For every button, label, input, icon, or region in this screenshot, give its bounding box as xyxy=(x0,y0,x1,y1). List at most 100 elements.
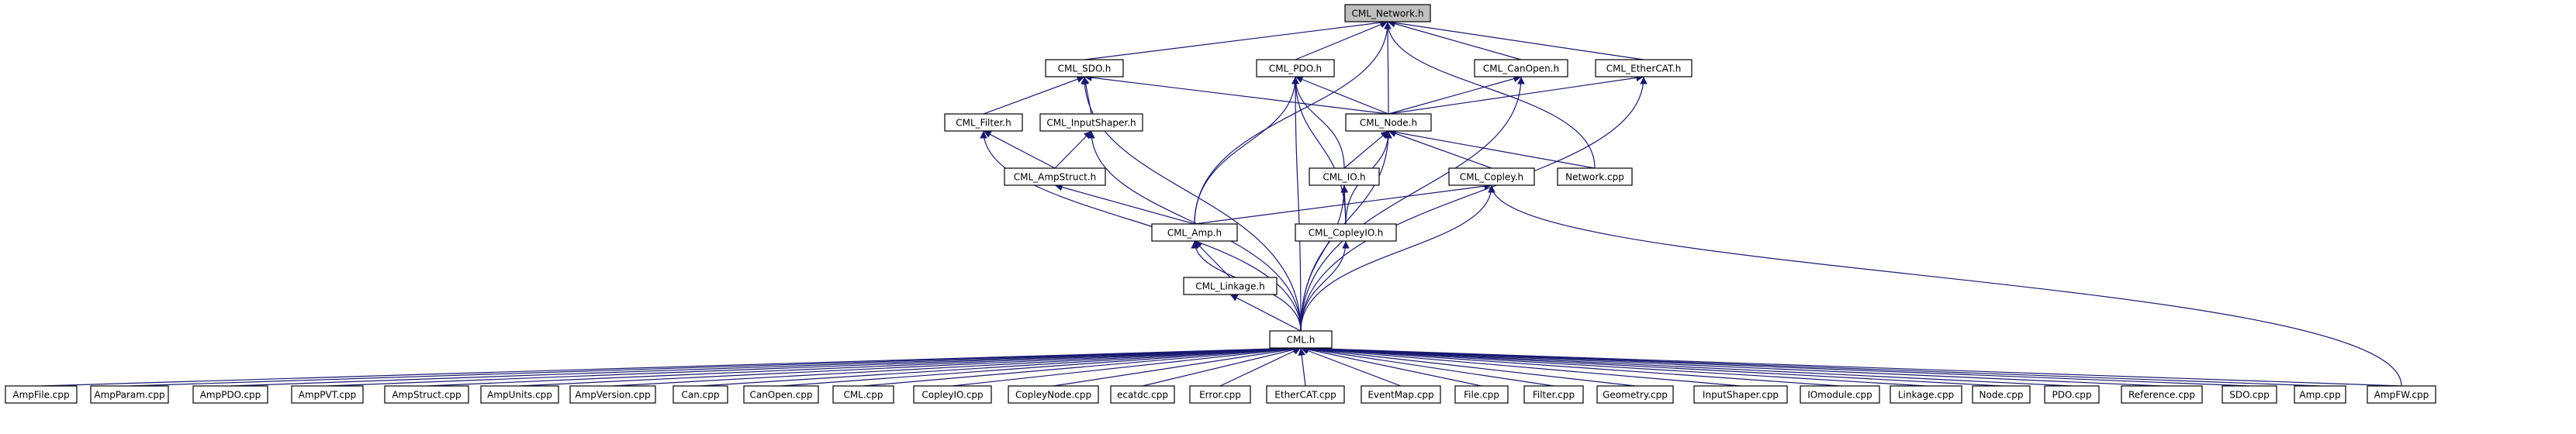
node-box xyxy=(1039,113,1143,132)
node-box xyxy=(944,113,1023,132)
node-error-cpp[interactable]: Error.cpp xyxy=(1189,385,1251,404)
node-copleynode-cpp[interactable]: CopleyNode.cpp xyxy=(1008,385,1099,404)
node-amp-cpp[interactable]: Amp.cpp xyxy=(2294,385,2346,404)
edge-ethercat_h-to-network_h xyxy=(1387,19,1644,60)
node-reference-cpp[interactable]: Reference.cpp xyxy=(2121,385,2203,404)
edge-cml_h-to-linkage_h xyxy=(1229,294,1302,332)
edge-ecatdc_cpp-to-cml_h xyxy=(1142,346,1302,387)
node-label: AmpParam.cpp xyxy=(94,390,164,401)
edge-node_cpp-to-cml_h xyxy=(1300,344,2002,387)
node-box xyxy=(480,385,559,404)
node-node-cpp[interactable]: Node.cpp xyxy=(1972,385,2031,404)
edge-cml_h-to-io_h xyxy=(1300,184,1348,332)
node-box xyxy=(291,385,364,404)
edge-pdo_cpp-to-cml_h xyxy=(1300,344,2073,387)
node-label: CML_Filter.h xyxy=(956,118,1011,129)
edge-pdo_h-to-network_h xyxy=(1295,21,1388,60)
node-eventmap-cpp[interactable]: EventMap.cpp xyxy=(1361,385,1441,404)
node-copley-h[interactable]: CML_Copley.h xyxy=(1448,167,1535,186)
node-inputshaper-cpp[interactable]: InputShaper.cpp xyxy=(1693,385,1788,404)
node-label: CML_SDO.h xyxy=(1058,64,1112,74)
node-copleyio-h[interactable]: CML_CopleyIO.h xyxy=(1295,223,1397,242)
node-file-cpp[interactable]: File.cpp xyxy=(1454,385,1509,404)
node-ampparam-cpp[interactable]: AmpParam.cpp xyxy=(90,385,169,404)
edge-copleynode_cpp-to-cml_h xyxy=(1053,345,1302,387)
node-ampunits-cpp[interactable]: AmpUnits.cpp xyxy=(480,385,559,404)
node-sdo-h[interactable]: CML_SDO.h xyxy=(1045,59,1124,78)
node-amppvt-cpp[interactable]: AmpPVT.cpp xyxy=(291,385,364,404)
node-ethercat-h[interactable]: CML_EtherCAT.h xyxy=(1595,59,1693,78)
node-box xyxy=(1344,4,1431,22)
edge-file_cpp-to-cml_h xyxy=(1300,346,1482,387)
edge-iomodule_cpp-to-cml_h xyxy=(1300,344,1841,387)
node-cml-h[interactable]: CML.h xyxy=(1269,330,1333,349)
node-label: CML_EtherCAT.h xyxy=(1606,64,1682,74)
node-box xyxy=(1361,385,1441,404)
node-box xyxy=(5,385,78,404)
node-io-h[interactable]: CML_IO.h xyxy=(1309,167,1380,186)
node-filter-h[interactable]: CML_Filter.h xyxy=(944,113,1023,132)
node-amppdo-cpp[interactable]: AmpPDO.cpp xyxy=(192,385,268,404)
node-box xyxy=(673,385,728,404)
node-linkage-h[interactable]: CML_Linkage.h xyxy=(1183,277,1278,295)
node-box xyxy=(1596,385,1674,404)
edge-sdo_h-to-network_h xyxy=(1084,19,1388,60)
edge-ampstruct_h-to-filter_h xyxy=(983,130,1056,169)
node-label: CopleyIO.cpp xyxy=(921,390,983,401)
node-ampfw-cpp[interactable]: AmpFW.cpp xyxy=(2367,385,2436,404)
edge-cml_h-to-copley_h xyxy=(1300,184,1495,332)
node-amp-h[interactable]: CML_Amp.h xyxy=(1151,223,1238,242)
edge-canopen_cpp-to-cml_h xyxy=(780,344,1302,387)
edge-amppdo_cpp-to-cml_h xyxy=(230,344,1302,387)
node-node-h[interactable]: CML_Node.h xyxy=(1345,113,1432,132)
node-ethercat-cpp[interactable]: EtherCAT.cpp xyxy=(1266,385,1345,404)
node-label: CML.cpp xyxy=(843,390,883,401)
edge-linkage_cpp-to-cml_h xyxy=(1300,344,1927,387)
node-box xyxy=(2294,385,2346,404)
edge-ampfw_cpp-to-cml_h xyxy=(1300,344,2402,387)
node-label: CanOpen.cpp xyxy=(749,390,812,401)
edge-geometry_cpp-to-cml_h xyxy=(1300,345,1636,387)
node-box xyxy=(2044,385,2100,404)
node-network-cpp[interactable]: Network.cpp xyxy=(1557,167,1633,186)
node-canopen-cpp[interactable]: CanOpen.cpp xyxy=(743,385,819,404)
node-linkage-cpp[interactable]: Linkage.cpp xyxy=(1890,385,1962,404)
node-box xyxy=(1523,385,1584,404)
node-label: Geometry.cpp xyxy=(1603,390,1668,401)
node-label: AmpStruct.cpp xyxy=(392,390,461,401)
node-cml-cpp[interactable]: CML.cpp xyxy=(832,385,894,404)
node-label: Filter.cpp xyxy=(1533,390,1575,401)
node-network-h[interactable]: CML_Network.h xyxy=(1344,4,1431,22)
node-ampstruct-cpp[interactable]: AmpStruct.cpp xyxy=(384,385,469,404)
node-label: AmpPVT.cpp xyxy=(299,390,357,401)
node-box xyxy=(1295,223,1397,242)
node-box xyxy=(1800,385,1880,404)
edge-amp_h-to-ampstruct_h xyxy=(1054,183,1195,225)
node-ampfile-cpp[interactable]: AmpFile.cpp xyxy=(5,385,78,404)
node-inputshaper-h[interactable]: CML_InputShaper.h xyxy=(1039,113,1143,132)
node-canopen-h[interactable]: CML_CanOpen.h xyxy=(1474,59,1568,78)
node-box xyxy=(1008,385,1099,404)
edge-ethercat_cpp-to-cml_h xyxy=(1298,347,1306,387)
node-pdo-h[interactable]: CML_PDO.h xyxy=(1256,59,1335,78)
node-can-cpp[interactable]: Can.cpp xyxy=(673,385,728,404)
node-box xyxy=(832,385,894,404)
node-ampversion-cpp[interactable]: AmpVersion.cpp xyxy=(569,385,656,404)
node-label: Linkage.cpp xyxy=(1898,390,1954,401)
node-label: CML_Copley.h xyxy=(1460,172,1523,183)
node-iomodule-cpp[interactable]: IOmodule.cpp xyxy=(1800,385,1880,404)
node-pdo-cpp[interactable]: PDO.cpp xyxy=(2044,385,2100,404)
node-box xyxy=(2121,385,2203,404)
node-filter-cpp[interactable]: Filter.cpp xyxy=(1523,385,1584,404)
node-label: CML_CopleyIO.h xyxy=(1309,228,1384,239)
edge-network_cpp-to-node_h xyxy=(1388,128,1596,169)
edge-io_h-to-node_h xyxy=(1343,130,1389,169)
node-geometry-cpp[interactable]: Geometry.cpp xyxy=(1596,385,1674,404)
node-copleyio-cpp[interactable]: CopleyIO.cpp xyxy=(913,385,992,404)
node-ampstruct-h[interactable]: CML_AmpStruct.h xyxy=(1004,167,1106,186)
node-box xyxy=(1474,59,1568,78)
node-label: CML_InputShaper.h xyxy=(1046,118,1136,129)
node-ecatdc-cpp[interactable]: ecatdc.cpp xyxy=(1110,385,1175,404)
node-sdo-cpp[interactable]: SDO.cpp xyxy=(2222,385,2277,404)
